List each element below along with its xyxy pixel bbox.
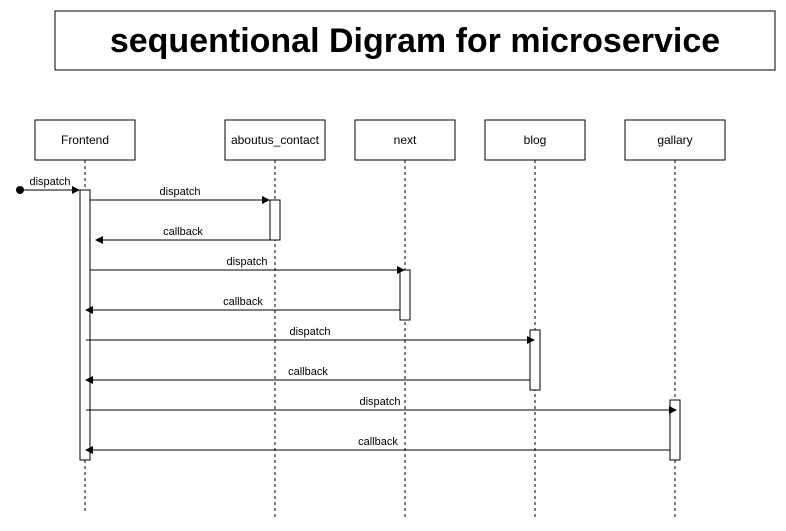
message-dispatch-gallary: dispatch: [86, 396, 677, 414]
activation-aboutus_contact: [269, 199, 281, 241]
participant-label: next: [394, 133, 417, 147]
participant-label: blog: [524, 133, 547, 147]
activation-frontend: [79, 189, 91, 461]
message-label: callback: [223, 296, 263, 308]
message-label: dispatch: [360, 396, 401, 408]
activation-next: [399, 269, 411, 321]
activation-gallary: [669, 399, 681, 461]
participant-gallary: gallary: [624, 119, 726, 161]
message-label: callback: [358, 436, 398, 448]
message-found-dispatch: dispatch: [20, 176, 80, 194]
lifelines: [84, 160, 676, 518]
message-label: dispatch: [30, 176, 71, 188]
participant-label: aboutus_contact: [231, 133, 320, 147]
participant-label: Frontend: [61, 133, 109, 147]
message-callback-aboutus_contact: callback: [95, 226, 270, 244]
message-callback-blog: callback: [85, 366, 530, 384]
message-label: dispatch: [227, 256, 268, 268]
diagram-title: sequentional Digram for microservice: [54, 10, 776, 71]
message-dispatch-blog: dispatch: [86, 326, 535, 344]
participant-label: gallary: [657, 133, 692, 147]
message-label: callback: [163, 226, 203, 238]
message-label: callback: [288, 366, 328, 378]
message-callback-next: callback: [85, 296, 400, 314]
message-callback-gallary: callback: [85, 436, 670, 454]
message-label: dispatch: [290, 326, 331, 338]
activations: [79, 189, 681, 461]
participant-blog: blog: [484, 119, 586, 161]
participant-frontend: Frontend: [34, 119, 136, 161]
participant-next: next: [354, 119, 456, 161]
messages: dispatch dispatch callback dispatch call…: [20, 176, 677, 454]
message-dispatch-next: dispatch: [90, 256, 405, 274]
participant-aboutus_contact: aboutus_contact: [224, 119, 326, 161]
message-label: dispatch: [160, 186, 201, 198]
activation-blog: [529, 329, 541, 391]
message-dispatch-aboutus_contact: dispatch: [90, 186, 270, 204]
diagram-title-text: sequentional Digram for microservice: [110, 22, 720, 60]
